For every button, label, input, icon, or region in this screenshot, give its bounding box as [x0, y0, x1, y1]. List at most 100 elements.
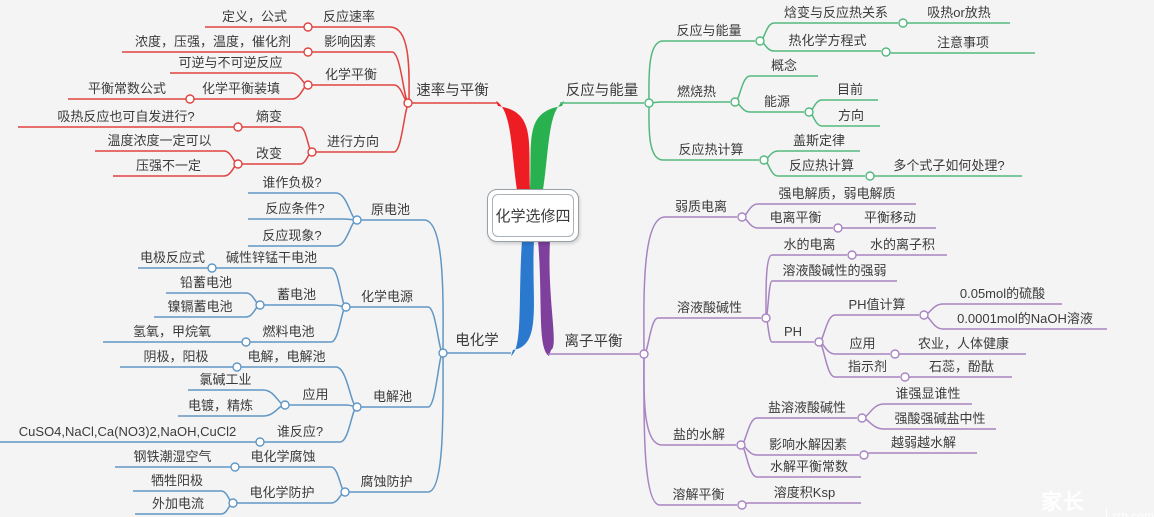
node-indicator[interactable]: 指示剂: [847, 359, 888, 374]
node-litmus-phenolphthalein[interactable]: 石蕊，酚酞: [928, 359, 995, 374]
node-lead-battery[interactable]: 铅蓄电池: [179, 275, 233, 290]
node-concentration-pressure-temp-catalyst[interactable]: 浓度，压强，温度，催化剂: [134, 34, 292, 49]
junction-dot: [737, 212, 747, 222]
node-heat-calculation-sub[interactable]: 反应热计算: [788, 158, 855, 173]
node-equilibrium-shift[interactable]: 平衡移动: [863, 210, 917, 225]
node-equilibrium-filling[interactable]: 化学平衡装填: [201, 81, 281, 96]
junction-dot: [644, 98, 654, 108]
connector-line: [648, 101, 730, 104]
node-enthalpy-heat-relation[interactable]: 焓变与反应热关系: [783, 5, 889, 20]
node-sacrificial-anode[interactable]: 牺牲阳极: [150, 473, 204, 488]
node-influence-factors[interactable]: 影响因素: [323, 34, 377, 49]
junction-dot: [255, 437, 265, 447]
node-rate-balance[interactable]: 速率与平衡: [416, 83, 489, 99]
node-reaction-rate[interactable]: 反应速率: [322, 9, 376, 24]
node-change[interactable]: 改变: [255, 146, 283, 161]
node-weaker-more-hydrolysis[interactable]: 越弱越水解: [890, 435, 957, 450]
node-solution-acidity[interactable]: 溶液酸碱性: [676, 300, 743, 315]
node-direction[interactable]: 进行方向: [326, 134, 380, 149]
node-endothermic-spontaneous[interactable]: 吸热反应也可自发进行?: [57, 109, 195, 124]
node-reaction-conditions[interactable]: 反应条件?: [265, 201, 325, 216]
node-acidity-strength[interactable]: 溶液酸碱性的强弱: [782, 263, 887, 278]
node-multiple-equations[interactable]: 多个式子如何处理?: [893, 158, 1005, 173]
node-entropy-change[interactable]: 熵变: [255, 109, 283, 124]
node-ion-equilibrium[interactable]: 离子平衡: [564, 334, 623, 350]
node-alkaline-zn-mn-battery[interactable]: 碱性锌锰干电池: [225, 250, 318, 265]
node-definition-formula[interactable]: 定义，公式: [221, 9, 288, 24]
node-which-reacts[interactable]: 谁反应?: [276, 424, 324, 439]
node-water-ionization[interactable]: 水的电离: [783, 237, 836, 252]
node-chemical-equilibrium[interactable]: 化学平衡: [324, 67, 378, 82]
node-current-status[interactable]: 目前: [836, 82, 864, 97]
node-ph-application[interactable]: 应用: [849, 336, 876, 351]
node-stronger-shows[interactable]: 谁强显谁性: [895, 386, 961, 401]
node-ionization-equilibrium[interactable]: 电离平衡: [769, 210, 822, 225]
node-agriculture-health[interactable]: 农业，人体健康: [917, 336, 1010, 351]
connector-line: [648, 40, 755, 104]
node-electrochemistry[interactable]: 电化学: [455, 333, 499, 349]
node-salt-list[interactable]: CuSO4,NaCl,Ca(NO3)2,NaOH,CuCl2: [18, 424, 237, 439]
watermark-brand: 家长帮: [1041, 491, 1085, 514]
node-primary-cell[interactable]: 原电池: [370, 202, 411, 217]
node-reaction-energy[interactable]: 反应与能量: [565, 83, 639, 99]
connector-line: [346, 306, 444, 354]
junction-dot: [865, 171, 875, 181]
node-chlor-alkali[interactable]: 氯碱工业: [199, 372, 252, 387]
node-electroplating-refining[interactable]: 电镀，精炼: [187, 398, 254, 413]
node-thermochemical-equation[interactable]: 热化学方程式: [788, 33, 867, 48]
node-strong-acid-base-neutral[interactable]: 强酸强碱盐中性: [894, 411, 986, 426]
node-ph[interactable]: PH: [783, 324, 803, 339]
node-impressed-current[interactable]: 外加电流: [151, 496, 205, 511]
node-salt-hydrolysis[interactable]: 盐的水解: [672, 427, 726, 442]
node-hydrolysis-constant[interactable]: 水解平衡常数: [769, 459, 849, 474]
node-reaction-energy-sub[interactable]: 反应与能量: [676, 23, 742, 38]
node-hydrolysis-factors[interactable]: 影响水解因素: [768, 437, 848, 452]
node-naoh-00001[interactable]: 0.0001mol的NaOH溶液: [957, 311, 1093, 326]
node-equilibrium-constant-formula[interactable]: 平衡常数公式: [87, 81, 167, 96]
node-dissolution-equilibrium[interactable]: 溶解平衡: [672, 487, 725, 502]
node-sulfuric-005[interactable]: 0.05mol的硫酸: [959, 286, 1046, 301]
node-cathode-anode[interactable]: 阴极，阳极: [143, 349, 209, 364]
node-combustion-heat[interactable]: 燃烧热: [676, 84, 717, 99]
node-weak-ionization[interactable]: 弱质电离: [674, 199, 728, 214]
junction-dot: [438, 348, 448, 358]
node-ksp[interactable]: 溶度积Ksp: [773, 485, 836, 500]
junction-dot: [881, 47, 891, 57]
node-water-ion-product[interactable]: 水的离子积: [869, 237, 936, 252]
node-ni-cd-battery[interactable]: 镍镉蓄电池: [167, 299, 233, 314]
node-energy-source[interactable]: 能源: [763, 94, 791, 109]
node-notes[interactable]: 注意事项: [936, 35, 990, 50]
node-fuel-cell[interactable]: 燃料电池: [262, 324, 315, 339]
node-steel-moist-air[interactable]: 钢铁潮湿空气: [133, 449, 212, 464]
node-ph-calculation[interactable]: PH值计算: [848, 297, 906, 312]
junction-dot: [233, 159, 243, 169]
node-electrolytic-cell[interactable]: 电解池: [372, 389, 413, 404]
node-temp-concentration-ok[interactable]: 温度浓度一定可以: [107, 133, 212, 148]
node-h2-o2-ch4[interactable]: 氢氧，甲烷氧: [132, 324, 212, 339]
node-endo-or-exo[interactable]: 吸热or放热: [927, 5, 991, 20]
junction-dot: [303, 80, 313, 90]
node-reversible-reactions[interactable]: 可逆与不可逆反应: [178, 55, 283, 70]
node-chemical-power[interactable]: 化学电源: [360, 289, 414, 304]
root-node[interactable]: 化学选修四: [487, 189, 579, 242]
node-which-negative[interactable]: 谁作负极?: [262, 175, 322, 190]
junction-dot: [255, 300, 265, 310]
node-hess-law[interactable]: 盖斯定律: [792, 133, 846, 148]
node-electrode-equation[interactable]: 电极反应式: [139, 250, 206, 265]
node-electrochemical-corrosion[interactable]: 电化学腐蚀: [250, 449, 316, 464]
node-electrolysis[interactable]: 电解，电解池: [247, 349, 326, 364]
node-concept[interactable]: 概念: [770, 58, 798, 73]
junction-dot: [340, 487, 350, 497]
node-application[interactable]: 应用: [302, 387, 329, 402]
node-electrochemical-protection[interactable]: 电化学防护: [249, 485, 315, 500]
junction-dot: [736, 440, 746, 450]
node-heat-calculation[interactable]: 反应热计算: [678, 142, 744, 157]
node-reaction-phenomena[interactable]: 反应现象?: [262, 228, 322, 243]
node-corrosion-protection[interactable]: 腐蚀防护: [360, 474, 413, 489]
node-storage-battery[interactable]: 蓄电池: [276, 287, 317, 302]
node-strong-weak-electrolyte[interactable]: 强电解质，弱电解质: [778, 186, 896, 201]
node-salt-solution-acidity[interactable]: 盐溶液酸碱性: [767, 400, 847, 415]
node-future-direction[interactable]: 方向: [837, 108, 865, 123]
node-pressure-not-sure[interactable]: 压强不一定: [135, 158, 202, 173]
